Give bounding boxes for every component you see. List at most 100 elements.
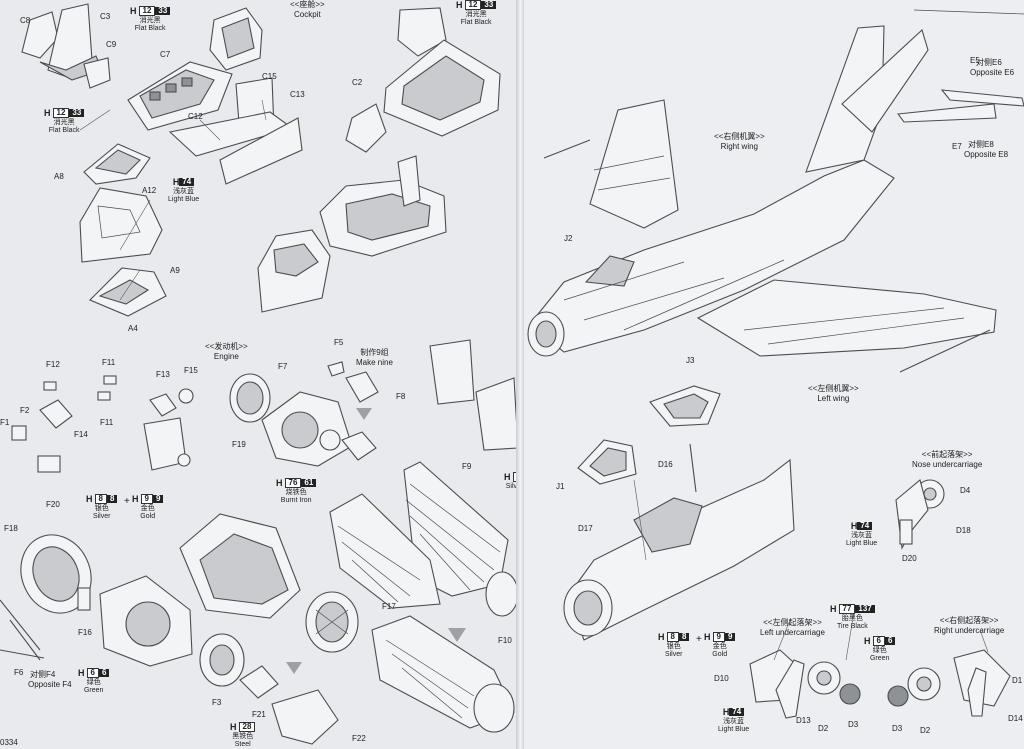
- part-label: C3: [100, 12, 111, 21]
- part-label: Opposite E6: [970, 68, 1015, 77]
- title-engine-en: Engine: [213, 352, 239, 361]
- part-label: C2: [352, 78, 363, 87]
- part-label: F21: [252, 710, 266, 719]
- title-engine: <<发动机>> Engine: [205, 342, 248, 362]
- rear-parts-f3-f22: [199, 633, 339, 745]
- right-page-illustrations: [527, 9, 1024, 719]
- part-label: D2: [920, 726, 931, 735]
- title-cockpit-cn: <<座舱>>: [290, 0, 325, 9]
- exhaust-ring-f17: [305, 591, 359, 653]
- exhaust-pipe-f9: [329, 461, 518, 617]
- engine-compressor-f19: [261, 391, 353, 467]
- part-label: C12: [188, 112, 203, 121]
- part-label: F18: [4, 524, 18, 533]
- part-label: D16: [658, 460, 673, 469]
- cockpit-tub-c7: [127, 61, 233, 131]
- part-label: F13: [156, 370, 170, 379]
- part-label: D3: [848, 720, 859, 729]
- part-label: D18: [956, 526, 971, 535]
- fuselage-assembly: [527, 159, 895, 357]
- part-label: D10: [714, 674, 729, 683]
- part-label: F7: [278, 362, 288, 371]
- paint-plus: +: [124, 496, 130, 507]
- exhaust-tailpipe: [371, 615, 515, 733]
- cockpit-canopy-assembly: [345, 7, 501, 153]
- part-label: F9: [462, 462, 472, 471]
- part-label: D14: [1008, 714, 1023, 723]
- part-label: A4: [128, 324, 138, 333]
- part-label: D17: [578, 524, 593, 533]
- part-label: C13: [290, 90, 305, 99]
- horizontal-stabilizer-e5-e7: [896, 89, 1024, 123]
- part-label: J3: [686, 356, 695, 365]
- title-left-undercarriage: <<左侧起落架>> Left undercarriage: [760, 618, 825, 637]
- part-label: Opposite E8: [964, 150, 1009, 159]
- paint-plus: +: [696, 634, 702, 645]
- title-engine-cn: <<发动机>>: [205, 342, 248, 351]
- part-label: A12: [142, 186, 157, 195]
- part-label: F5: [334, 338, 344, 347]
- nose-undercarriage: [895, 479, 945, 550]
- canopy-j3: [649, 385, 721, 427]
- part-label: E7: [952, 142, 962, 151]
- engine-turbine-detail: [429, 339, 518, 451]
- part-label: F15: [184, 366, 198, 375]
- part-label: D1: [1012, 676, 1023, 685]
- part-label: F10: [498, 636, 512, 645]
- part-label: F2: [20, 406, 30, 415]
- part-label: D4: [960, 486, 971, 495]
- part-label: C8: [20, 16, 31, 25]
- part-label: D13: [796, 716, 811, 725]
- title-right-undercarriage: <<右侧起落架>> Right undercarriage: [934, 616, 1005, 635]
- left-wing: [696, 279, 997, 373]
- part-label: F19: [232, 440, 246, 449]
- part-label: F20: [46, 500, 60, 509]
- engine-cone-f8: [327, 361, 379, 461]
- engine-intake-f7: [229, 373, 271, 423]
- part-label: F16: [78, 628, 92, 637]
- title-make-nine: 制作9组 Make nine: [356, 348, 393, 368]
- left-page: <<座舱>> Cockpit <<发动机>> Engine 制作9组 Make …: [0, 0, 518, 749]
- part-label: F11: [102, 358, 116, 367]
- part-label: F12: [46, 360, 60, 369]
- part-label: J2: [564, 234, 573, 243]
- seat-c15: [168, 7, 303, 185]
- part-label: 对侧E6: [976, 58, 1002, 67]
- part-label: F1: [0, 418, 10, 427]
- part-label: J1: [556, 482, 565, 491]
- title-make-nine-en: Make nine: [356, 358, 393, 367]
- page-number: 0334: [0, 738, 18, 747]
- part-label: 对侧F4: [30, 670, 56, 679]
- part-label: F6: [14, 668, 24, 677]
- vertical-stabilizer: [805, 25, 929, 173]
- part-label: F8: [396, 392, 406, 401]
- part-label: F22: [352, 734, 366, 743]
- title-cockpit-en: Cockpit: [294, 10, 321, 19]
- windscreen-j1: [577, 439, 637, 485]
- lower-fuselage: [563, 443, 795, 641]
- title-make-nine-cn: 制作9组: [360, 348, 389, 357]
- part-label: A8: [54, 172, 64, 181]
- cockpit-forward-section: [257, 155, 447, 313]
- gear-arrows: [773, 611, 989, 661]
- title-right-wing: <<右侧机翼>> Right wing: [714, 132, 765, 151]
- part-label: F11: [100, 418, 114, 427]
- left-undercarriage: [749, 649, 861, 719]
- nose-parts-a8-a12: [79, 143, 167, 317]
- part-label: F14: [74, 430, 88, 439]
- part-label: D20: [902, 554, 917, 563]
- engine-core-assembly: [77, 513, 301, 667]
